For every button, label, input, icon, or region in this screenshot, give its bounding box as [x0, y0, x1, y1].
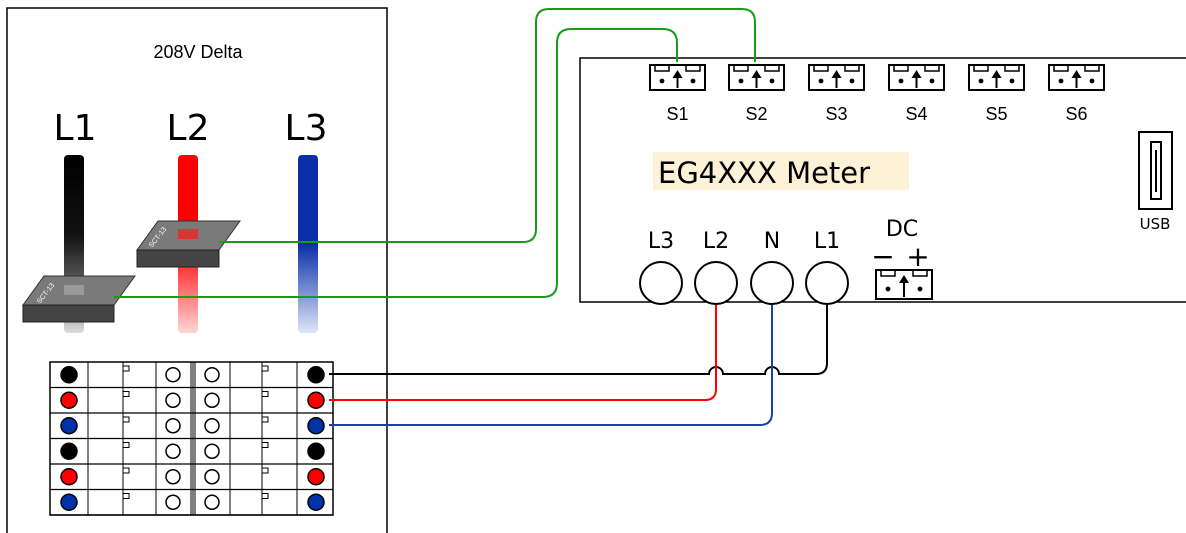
breaker-terminal-left: [60, 442, 78, 460]
voltage-wire-l2: [329, 305, 717, 401]
leg-label-l3: L3: [285, 108, 328, 149]
ct-port-s2[interactable]: [728, 64, 785, 91]
breaker-terminal-right: [307, 442, 325, 460]
breaker-screw: [204, 494, 220, 510]
ct-port-s5[interactable]: [968, 64, 1025, 91]
usb-port[interactable]: [1138, 131, 1173, 210]
breaker-row: [50, 413, 333, 440]
ct-port-label-s4: S4: [905, 104, 927, 124]
breaker-terminal-right: [307, 468, 325, 486]
ct-wire-l2-to-s2: [219, 8, 756, 243]
voltage-input-terminal-l1[interactable]: [805, 261, 849, 305]
ct-port-label-s6: S6: [1065, 104, 1087, 124]
voltage-input-label-l3: L3: [648, 229, 674, 254]
breaker-row: [50, 438, 333, 465]
voltage-input-label-l1: L1: [814, 229, 840, 254]
breaker-screw: [165, 494, 181, 510]
breaker-row: [50, 387, 333, 414]
dc-plus: +: [906, 240, 929, 273]
electrical-panel: 208V Delta L1 L2 L3 SCT-13 SCT-13: [6, 7, 388, 533]
voltage-input-row: L3 L2 N L1: [639, 229, 849, 305]
leg-label-l1: L1: [54, 108, 97, 149]
meter-title: EG4XXX Meter: [658, 156, 870, 190]
voltage-wire-l1: [329, 305, 828, 375]
bus-bar-l3: [298, 155, 318, 333]
breaker-screw: [204, 443, 220, 459]
voltage-input-label-n: N: [764, 229, 780, 254]
voltage-wire-n: [329, 305, 773, 426]
ct-port-row: S1 S2 S3 S4 S5 S6: [649, 64, 1105, 124]
breaker-terminal-left: [60, 391, 78, 409]
breaker-screw: [204, 367, 220, 383]
breaker-terminal-right: [307, 493, 325, 511]
breaker-row: [50, 362, 333, 389]
ct-port-label-s3: S3: [825, 104, 847, 124]
ct-port-label-s1: S1: [666, 104, 688, 124]
voltage-wires: [329, 305, 828, 426]
breaker-screw: [204, 418, 220, 434]
meter-device: S1 S2 S3 S4 S5 S6 EG4XXX Meter USB L3 L2 N L1 DC…: [579, 57, 1186, 305]
ct-port-s1[interactable]: [649, 64, 706, 91]
breaker-screw: [165, 367, 181, 383]
panel-title: 208V Delta: [153, 42, 243, 62]
breaker-terminal-right: [307, 366, 325, 384]
breaker-screw: [165, 469, 181, 485]
breaker-terminal-left: [60, 417, 78, 435]
ct-port-s3[interactable]: [808, 64, 865, 91]
current-transformer-l1: SCT-13: [22, 275, 136, 323]
dc-terminal-connector[interactable]: [875, 269, 933, 300]
breaker-screw: [165, 418, 181, 434]
voltage-input-label-l2: L2: [703, 229, 729, 254]
breaker-row: [50, 489, 333, 516]
ct-wire-l1-to-s1: [114, 28, 678, 298]
voltage-input-terminal-l2[interactable]: [694, 261, 738, 305]
ct-port-label-s5: S5: [985, 104, 1007, 124]
voltage-input-terminal-l3[interactable]: [639, 261, 683, 305]
breaker-screw: [165, 392, 181, 408]
breaker-terminal-right: [307, 417, 325, 435]
usb-label: USB: [1140, 215, 1171, 233]
meter-title-highlight: [653, 152, 909, 190]
leg-label-l2: L2: [167, 108, 210, 149]
breaker-screw: [165, 443, 181, 459]
breaker-terminal-left: [60, 366, 78, 384]
breaker-screw: [204, 469, 220, 485]
ct-port-s6[interactable]: [1048, 64, 1105, 91]
current-transformer-l2: SCT-13: [136, 220, 241, 268]
ct-wires: [114, 8, 756, 298]
ct-port-label-s2: S2: [745, 104, 767, 124]
breaker-screw: [204, 392, 220, 408]
breaker-block: [49, 361, 334, 516]
breaker-terminal-left: [60, 493, 78, 511]
breaker-terminal-left: [60, 468, 78, 486]
dc-minus: −: [871, 240, 894, 273]
ct-port-s4[interactable]: [888, 64, 945, 91]
voltage-input-terminal-n[interactable]: [750, 261, 794, 305]
dc-label: DC: [886, 217, 918, 242]
breaker-terminal-right: [307, 391, 325, 409]
